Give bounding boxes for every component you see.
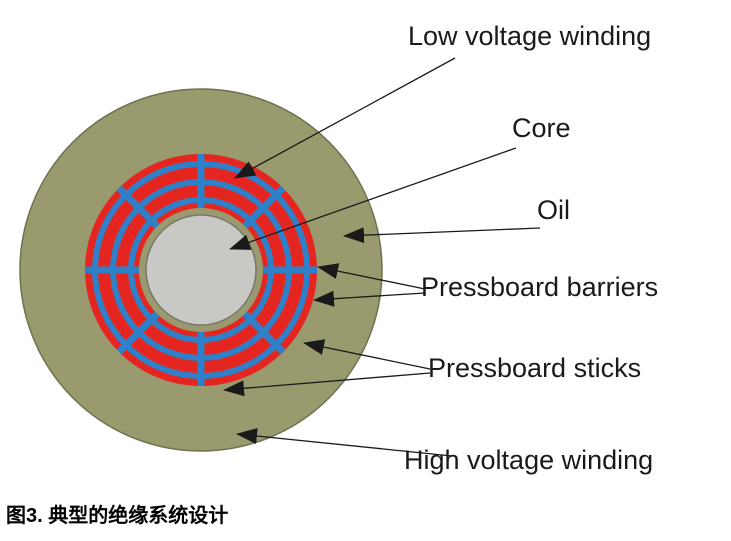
stick-up-right <box>237 185 286 234</box>
leader-oil <box>343 227 541 244</box>
leader-barrier-1 <box>317 263 426 290</box>
label-pressboard-barriers: Pressboard barriers <box>421 272 658 302</box>
figure-caption: 图3. 典型的绝缘系统设计 <box>6 505 229 527</box>
label-high-voltage-winding: High voltage winding <box>404 445 653 475</box>
leader-low-voltage-winding <box>234 57 456 179</box>
stick-up-left <box>116 185 165 234</box>
leader-core <box>229 147 517 250</box>
core-circle <box>145 214 257 326</box>
leader-lines <box>223 57 541 457</box>
leader-barrier-2 <box>313 290 426 307</box>
label-core: Core <box>512 113 571 143</box>
leader-high-voltage-winding <box>236 428 453 457</box>
leader-stick-2 <box>223 372 431 397</box>
stick-down-left <box>116 306 165 355</box>
label-pressboard-sticks: Pressboard sticks <box>428 353 641 383</box>
stick-down-right <box>237 306 286 355</box>
pressboard-sticks-group <box>85 154 317 386</box>
label-oil: Oil <box>537 195 570 225</box>
leader-stick-1 <box>303 339 431 370</box>
label-low-voltage-winding: Low voltage winding <box>408 21 651 51</box>
